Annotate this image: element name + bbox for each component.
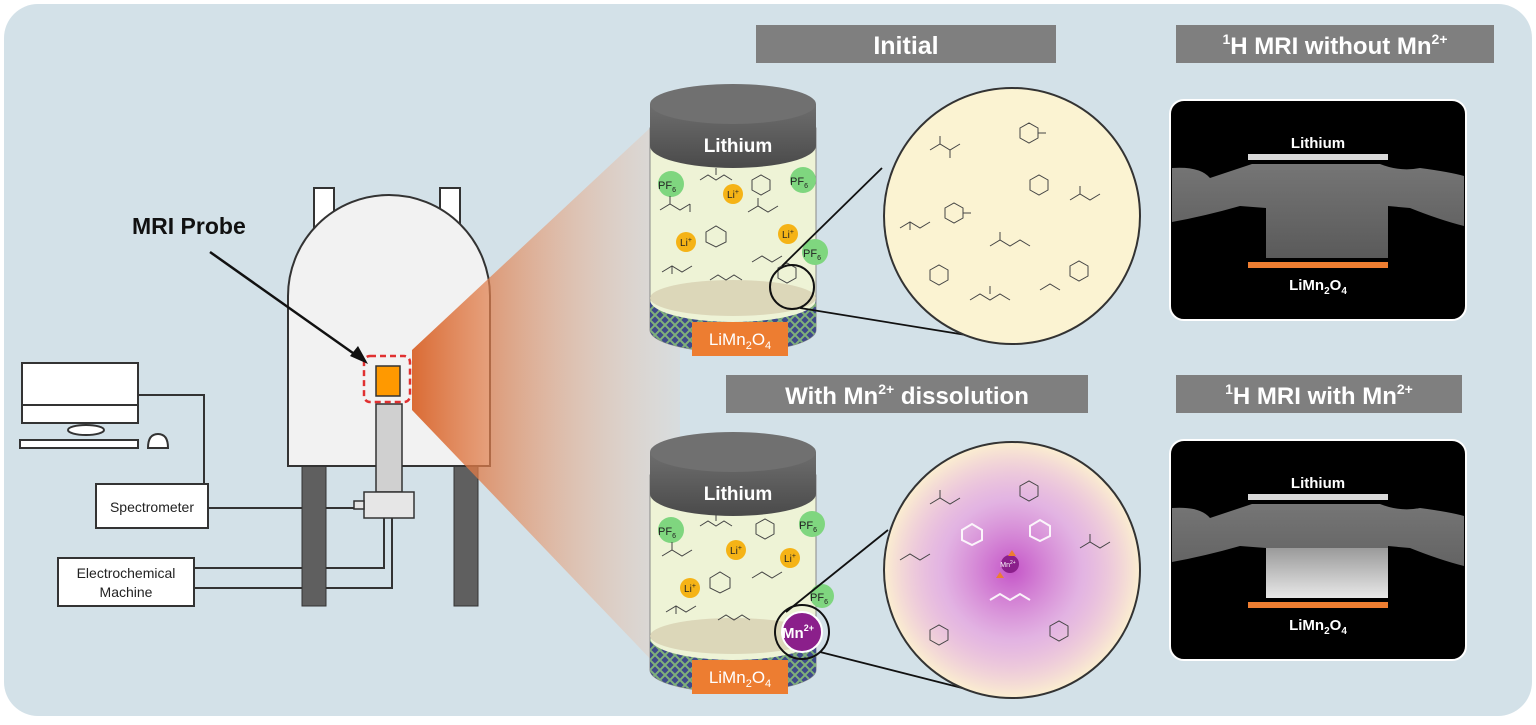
header-mri-without-bar — [1176, 25, 1494, 63]
pf6-ion: PF6 — [790, 167, 816, 193]
svg-text:Li+: Li+ — [782, 229, 794, 241]
background-panel — [4, 4, 1532, 716]
coordinated-molecules — [961, 518, 1051, 602]
svg-text:Li+: Li+ — [680, 237, 692, 249]
header-initial-bar — [756, 25, 1056, 63]
svg-text:Li+: Li+ — [684, 583, 696, 595]
li-ion: Li+ — [676, 232, 696, 252]
pf6-ion: PF6 — [802, 239, 828, 265]
pf6-ion: PF6 — [658, 171, 684, 197]
electrochemical-machine-box: Electrochemical Machine — [57, 557, 195, 607]
computer-icon — [19, 362, 170, 449]
header-mri-with-bar — [1176, 375, 1462, 413]
pf6-ion: PF6 — [810, 584, 834, 608]
zoom-circle-initial — [883, 87, 1141, 345]
mri-image-without: Lithium LiMn2O4 — [1169, 99, 1467, 321]
zoom-circle-dissolution: Mn2+ — [883, 441, 1141, 699]
mn-ion: Mn2+ — [774, 604, 830, 660]
probe-shaft — [375, 403, 403, 493]
zoom-beam — [412, 100, 680, 690]
solvent-molecules — [659, 168, 797, 284]
probe-connector — [353, 500, 365, 510]
svg-text:PF6: PF6 — [803, 248, 821, 262]
zoom-line2-bottom — [819, 651, 971, 691]
cell-initial-cathode-box — [692, 322, 788, 356]
svg-text:PF6: PF6 — [810, 592, 828, 606]
mri-image-with: Lithium LiMn2O4 — [1169, 439, 1467, 661]
zoom-line2-top — [785, 529, 889, 613]
header-mri-with-label: 1H MRI with Mn2+ — [1225, 381, 1413, 410]
magnet-leg-right — [453, 465, 479, 607]
zoom-solvent-molecules — [899, 122, 1101, 301]
header-dissolution-bar — [726, 375, 1088, 413]
cell-initial-zoom-marker — [769, 264, 815, 310]
li-ion: Li+ — [680, 578, 700, 598]
header-mri-without-label: 1H MRI without Mn2+ — [1222, 31, 1447, 60]
probe-arrow-line — [209, 250, 361, 360]
mri-with-limn2o4-label: LiMn2O4 — [1289, 617, 1347, 637]
cell-dissolution-cathode-box — [692, 660, 788, 694]
svg-text:PF6: PF6 — [658, 526, 676, 540]
pf6-ion: PF6 — [658, 517, 684, 543]
zoom-line-top — [781, 167, 883, 267]
svg-text:Li+: Li+ — [730, 545, 742, 557]
probe-highlight-box — [362, 354, 412, 404]
probe-arrow-head — [350, 346, 368, 364]
li-ion: Li+ — [778, 224, 798, 244]
svg-text:Li+: Li+ — [784, 553, 796, 565]
cell-initial-lithium-label: Lithium — [704, 136, 773, 157]
echem-label-line1: Electrochemical — [77, 565, 176, 581]
connection-cables — [138, 394, 393, 589]
zoom-line-bottom — [799, 307, 967, 336]
svg-text:Mn2+: Mn2+ — [1000, 560, 1016, 569]
pf6-ion: PF6 — [799, 511, 825, 537]
li-ion: Li+ — [726, 540, 746, 560]
mri-with-lithium-label: Lithium — [1291, 475, 1345, 492]
li-ion: Li+ — [723, 184, 743, 204]
header-initial-label: Initial — [873, 32, 938, 60]
header-dissolution-label: With Mn2+ dissolution — [785, 381, 1029, 410]
spectrometer-box: Spectrometer — [95, 483, 209, 529]
cell-initial: Lithium LiMn2O4 PF6 PF6 PF6 Li+ Li+ Li+ — [649, 84, 828, 356]
magnet-leg-left — [301, 465, 327, 607]
svg-text:PF6: PF6 — [790, 176, 808, 190]
zoom-mn-ion: Mn2+ — [996, 550, 1019, 578]
solvent-molecules — [661, 514, 783, 621]
cell-dissolution-cathode-label: LiMn2O4 — [709, 668, 771, 690]
mri-without-limn2o4-label: LiMn2O4 — [1289, 277, 1347, 297]
cell-dissolution: Lithium LiMn2O4 PF6 PF6 PF6 Li+ Li+ Li+ — [649, 432, 834, 694]
mri-without-lithium-label: Lithium — [1291, 135, 1345, 152]
spectrometer-label: Spectrometer — [110, 499, 194, 515]
svg-text:PF6: PF6 — [799, 520, 817, 534]
mri-probe-label: MRI Probe — [132, 213, 246, 239]
li-ion: Li+ — [780, 548, 800, 568]
probe-sample — [375, 365, 401, 397]
svg-text:Li+: Li+ — [727, 189, 739, 201]
svg-text:PF6: PF6 — [658, 180, 676, 194]
probe-base — [363, 491, 415, 519]
cell-initial-cathode-label: LiMn2O4 — [709, 330, 771, 352]
svg-text:Mn2+: Mn2+ — [782, 623, 814, 642]
cell-dissolution-lithium-label: Lithium — [704, 484, 773, 505]
zoom-solvent-molecules — [899, 480, 1111, 646]
echem-label-line2: Machine — [100, 584, 153, 600]
